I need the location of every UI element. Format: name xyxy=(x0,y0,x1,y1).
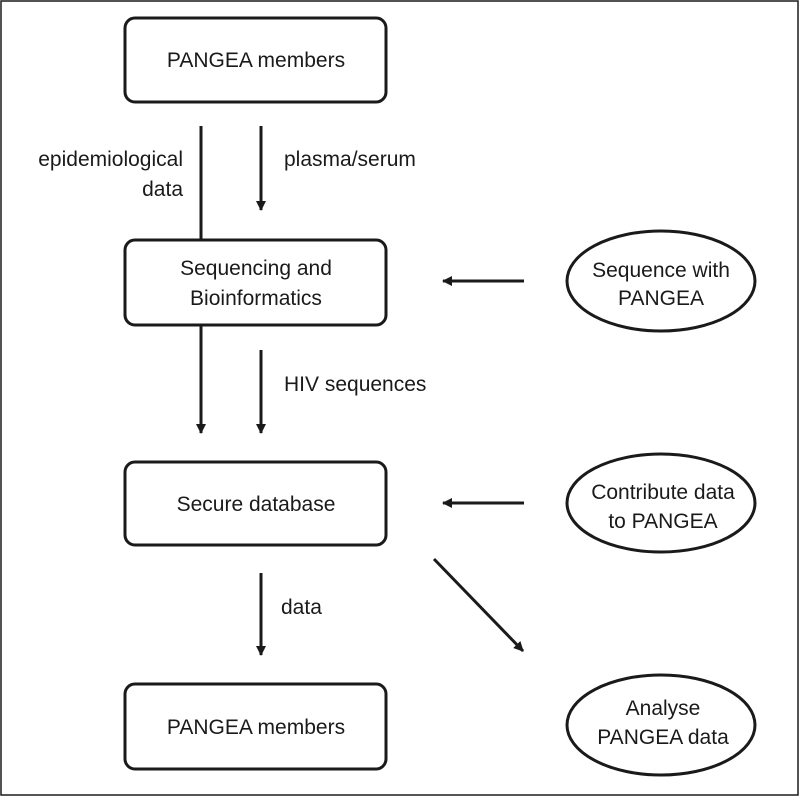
plasma-serum-label: plasma/serum xyxy=(284,148,416,171)
pangea-members-top-box xyxy=(123,16,388,104)
sequence-with-pangea-label-line1: Sequence with xyxy=(592,259,730,282)
analyse-data-label-line1: Analyse xyxy=(626,697,701,720)
pangea-members-bottom-box xyxy=(123,682,388,771)
analyse-data-ellipse xyxy=(565,673,757,777)
contribute-data-label-line1: Contribute data xyxy=(591,481,735,504)
data-label: data xyxy=(281,596,322,619)
secure-database-box xyxy=(123,460,388,547)
pangea-members-top-label: PANGEA members xyxy=(167,49,345,72)
pangea-members-bottom-label: PANGEA members xyxy=(167,716,345,739)
epidemiological-label-line1: epidemiological xyxy=(38,148,183,171)
sequencing-label-line2: Bioinformatics xyxy=(190,287,322,310)
sequence-with-pangea-label-line2: PANGEA xyxy=(618,287,704,310)
secure-database-label: Secure database xyxy=(177,493,336,516)
sequence-with-pangea-ellipse xyxy=(565,229,757,333)
sequencing-box xyxy=(123,238,388,327)
sequencing-label-line1: Sequencing and xyxy=(180,257,332,280)
analyse-data-arrow xyxy=(432,557,525,653)
hiv-sequences-label: HIV sequences xyxy=(284,373,426,396)
contribute-data-label-line2: to PANGEA xyxy=(608,510,717,533)
epidemiological-label-line2: data xyxy=(142,178,183,201)
analyse-data-label-line2: PANGEA data xyxy=(597,726,729,749)
contribute-data-ellipse xyxy=(565,452,757,554)
